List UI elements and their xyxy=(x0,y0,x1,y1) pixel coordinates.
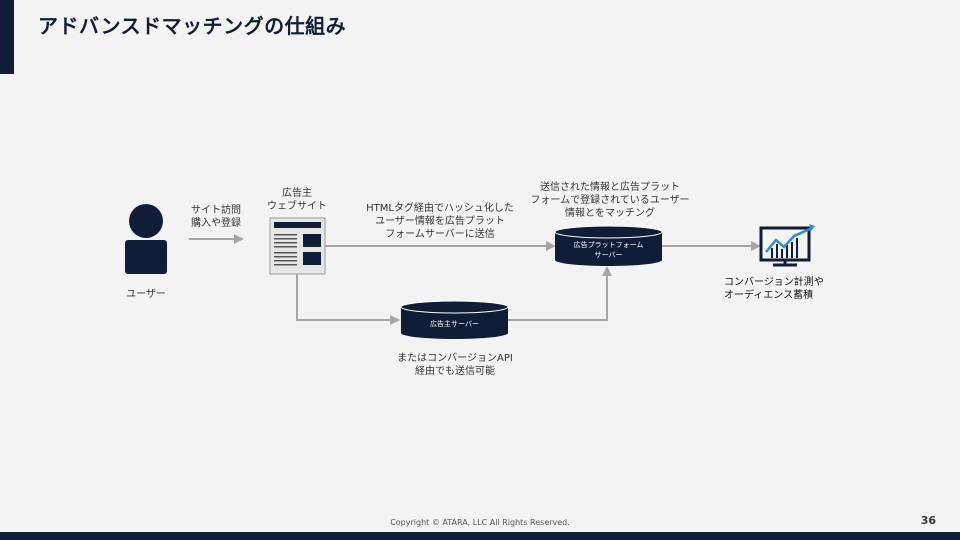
visit-label-line2: 購入や登録 xyxy=(191,218,241,229)
match-label-line1: 送信された情報と広告プラット xyxy=(540,182,680,193)
send-label-line1: HTMLタグ経由でハッシュ化した xyxy=(366,203,514,214)
api-label-line2: 経由でも送信可能 xyxy=(415,366,495,377)
user-label: ユーザー xyxy=(126,289,166,300)
footer-bar xyxy=(0,532,960,540)
analytics-monitor-icon xyxy=(759,224,815,267)
website-document-icon xyxy=(269,217,326,275)
match-label-line3: 情報とをマッチング xyxy=(565,208,655,219)
result-label-line1: コンバージョン計測や xyxy=(724,277,824,288)
send-label-line2: ユーザー情報を広告プラット xyxy=(375,216,505,227)
user-icon xyxy=(125,204,167,274)
advertiser-site-label-line1: 広告主 xyxy=(282,188,312,199)
copyright-text: Copyright © ATARA, LLC All Rights Reserv… xyxy=(390,518,570,527)
match-label-line2: フォームで登録されているユーザー xyxy=(530,195,690,206)
advertiser-server-cylinder xyxy=(400,300,509,339)
slide-title: アドバンスドマッチングの仕組み xyxy=(38,14,347,38)
title-accent-bar xyxy=(0,0,14,74)
visit-label-line1: サイト訪問 xyxy=(191,205,241,216)
advertiser-server-label: 広告主サーバー xyxy=(430,320,479,328)
platform-server-label-line2: サーバー xyxy=(594,251,623,259)
platform-server-label-line1: 広告プラットフォーム xyxy=(573,241,644,249)
result-label-line2: オーディエンス蓄積 xyxy=(724,290,814,301)
page-number: 36 xyxy=(920,514,936,527)
platform-server-cylinder xyxy=(554,225,663,266)
advertiser-site-label-line2: ウェブサイト xyxy=(267,201,327,212)
send-label-line3: フォームサーバーに送信 xyxy=(385,229,495,240)
api-label-line1: またはコンバージョンAPI xyxy=(397,353,513,364)
arrow-advertiser-server-to-platform xyxy=(507,266,612,321)
arrow-site-to-advertiser-server xyxy=(296,274,400,325)
